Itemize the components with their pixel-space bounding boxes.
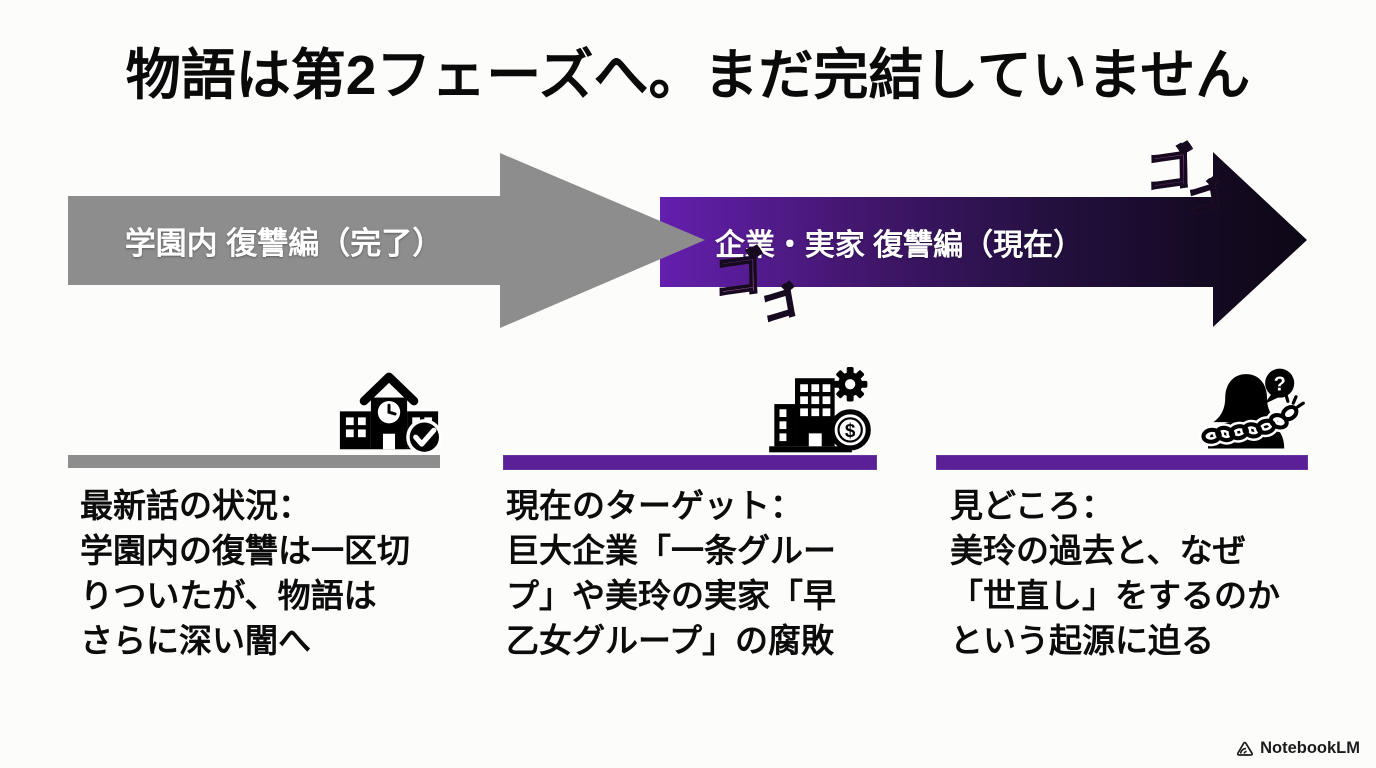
phase2-arrow	[660, 152, 1307, 327]
phase2-label: 企業・実家 復讐編（現在）	[714, 229, 1084, 262]
gear-icon	[832, 367, 868, 402]
question-bubble-icon: ?	[1264, 368, 1295, 405]
notebooklm-label: NotebookLM	[1260, 739, 1360, 757]
column-latest-status: 最新話の状況： 学園内の復讐は一区切 りついたが、物語は さらに深い闇へ	[80, 483, 480, 663]
column-body-line: という起源に迫る	[950, 622, 1214, 659]
chain-icon	[1198, 393, 1305, 447]
column-body-line: 巨大企業「一条グルー	[506, 532, 836, 569]
column-highlights: 見どころ： 美玲の過去と、なぜ 「世直し」をするのか という起源に迫る	[950, 483, 1346, 663]
sfx-go-icon: ゴ	[713, 241, 766, 308]
woman-chain-question-icon: ?	[1198, 368, 1305, 449]
sfx-go-icon: ゴ	[1184, 173, 1226, 225]
column-heading: 最新話の状況：	[80, 487, 311, 524]
notebooklm-watermark: NotebookLM	[1236, 739, 1360, 758]
page-title: 物語は第2フェーズへ。まだ完結していません	[125, 44, 1251, 106]
notebooklm-logo-icon	[1236, 741, 1254, 756]
corporation-gear-money-icon: $	[769, 367, 871, 453]
column-body-line: プ」や美玲の実家「早	[506, 577, 836, 614]
column-heading: 現在のターゲット：	[506, 487, 803, 524]
column-body-line: りついたが、物語は	[80, 577, 377, 614]
column-current-target: 現在のターゲット： 巨大企業「一条グルー プ」や美玲の実家「早 乙女グループ」の…	[506, 483, 910, 663]
phase1-label: 学園内 復讐編（完了）	[124, 226, 444, 261]
svg-text:?: ?	[1274, 373, 1286, 395]
phase1-arrow	[68, 153, 705, 328]
dollar-coin-icon: $	[829, 409, 871, 451]
phase2-underline-bar	[936, 455, 1308, 470]
svg-text:$: $	[845, 421, 856, 442]
phase1-underline-bar	[68, 455, 440, 468]
break-sparkle-icon	[1284, 393, 1305, 409]
sfx-go-icon: ゴ	[758, 279, 802, 332]
column-body-line: 学園内の復讐は一区切	[80, 532, 410, 569]
column-body-line: 「世直し」をするのか	[950, 577, 1280, 614]
school-check-icon	[339, 372, 443, 456]
column-heading: 見どころ：	[950, 487, 1115, 524]
column-body-line: さらに深い闇へ	[80, 622, 311, 659]
phase2-underline-bar	[503, 455, 877, 470]
column-body-line: 美玲の過去と、なぜ	[950, 532, 1246, 569]
column-body-line: 乙女グループ」の腐敗	[506, 622, 835, 659]
